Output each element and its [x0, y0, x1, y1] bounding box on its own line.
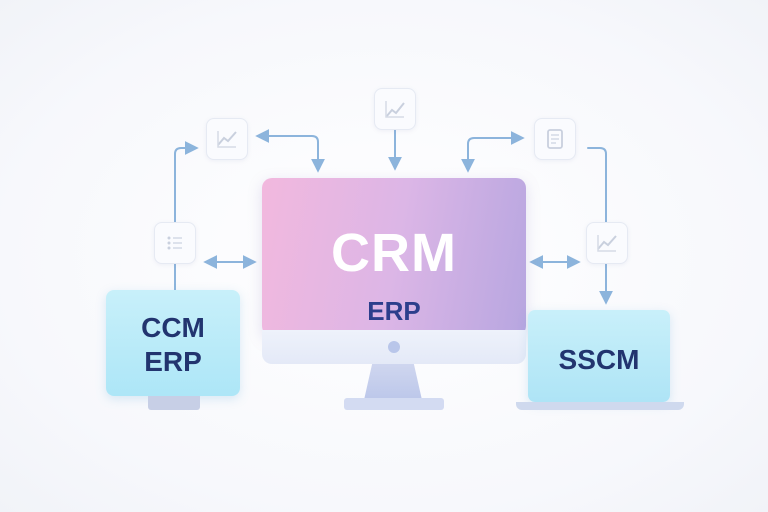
ccm-screen [106, 290, 240, 396]
crm-stand [364, 364, 422, 400]
ccm-stand [148, 396, 200, 410]
chart-icon [586, 222, 628, 264]
arrow-icon-to-crm-left [255, 129, 325, 173]
arrow-sscm-down [587, 147, 613, 305]
sscm-screen [528, 310, 670, 402]
sscm-label: SSCM [558, 344, 640, 375]
ccm-erp-label: ERP [144, 346, 202, 377]
ccm-label: CCM [141, 312, 205, 343]
chart-icon [206, 118, 248, 160]
crm-screen [262, 178, 526, 336]
power-button-icon [388, 341, 400, 353]
laptop-base [516, 402, 684, 410]
crm-label: CRM [331, 223, 457, 283]
arrow-crm-to-icon-right [461, 131, 525, 173]
arrow-ccm-up [174, 141, 199, 291]
chart-icon [374, 88, 416, 130]
document-icon [534, 118, 576, 160]
crm-erp-label: ERP [367, 296, 421, 326]
crm-stand-base [344, 398, 444, 410]
list-icon [154, 222, 196, 264]
